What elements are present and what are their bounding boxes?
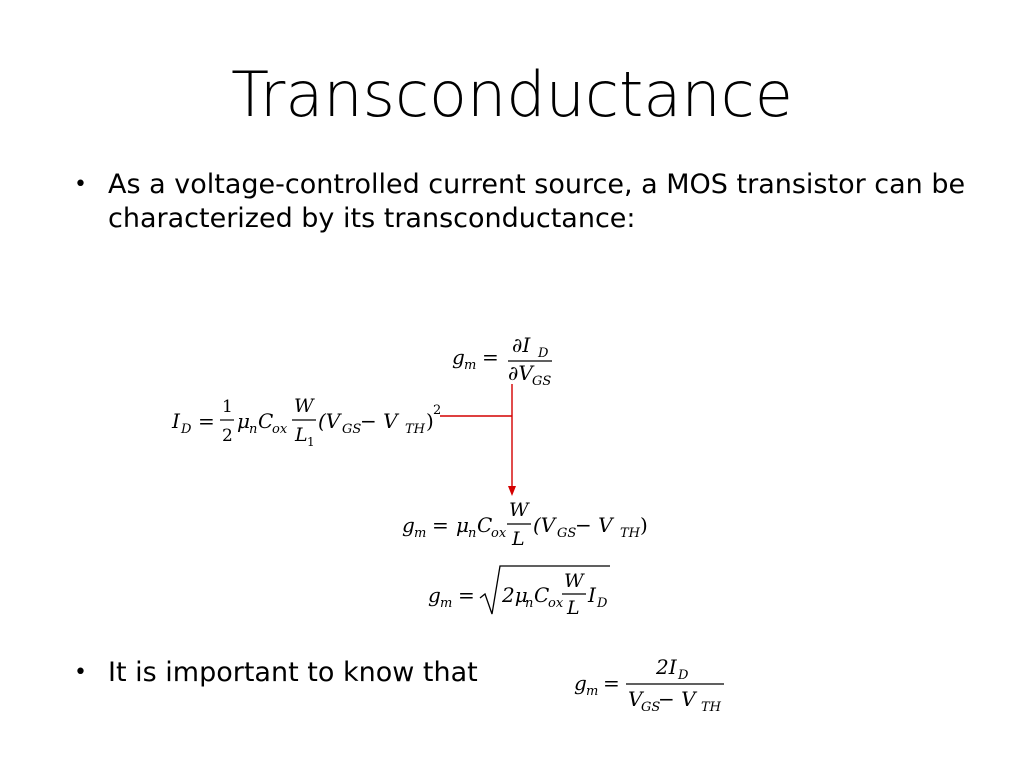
eq-gm1-minus: − V — [575, 513, 615, 537]
equation-gm-definition: g m = ∂I D ∂V GS — [452, 333, 552, 389]
eq-equals: = — [482, 345, 499, 369]
eq-id-minus: − V — [360, 409, 400, 433]
eq-id-half-den: 2 — [222, 426, 233, 446]
eq-gm3-num-sub: D — [677, 668, 689, 683]
eq-gm1-gs: GS — [557, 526, 576, 541]
eq-id-th: TH — [405, 422, 426, 437]
sqrt-radical — [479, 565, 610, 615]
eq-gm1-cox-sub: ox — [491, 526, 507, 541]
eq-equals: = — [603, 671, 620, 695]
eq-gm3-den-gs: GS — [641, 700, 660, 715]
bullet-1: • As a voltage-controlled current source… — [74, 168, 974, 238]
eq-gm-def-den: ∂V — [508, 361, 535, 385]
eq-id-close: ) — [426, 409, 434, 433]
eq-gm-def-num-sub: D — [537, 346, 549, 361]
eq-gm2-two-mu: 2μ — [501, 583, 528, 607]
eq-gm2-id: I — [587, 583, 597, 607]
derivation-arrows — [440, 384, 516, 496]
eq-gm3-lhs: g — [574, 671, 587, 695]
bullet-1-text: As a voltage-controlled current source, … — [108, 169, 966, 234]
arrow-head — [508, 486, 516, 496]
eq-gm2-cox-sub: ox — [548, 596, 564, 611]
eq-id-mu-sub: n — [249, 422, 257, 437]
eq-gm3-lhs-sub: m — [586, 684, 598, 699]
eq-gm3-den-th: TH — [701, 700, 722, 715]
eq-id-gs: GS — [342, 422, 361, 437]
eq-gm1-mu: μ — [456, 513, 469, 537]
eq-id-half-num: 1 — [222, 397, 233, 417]
equation-drain-current: I D = 1 2 μ n C ox W L 1 (V GS − V TH ) … — [171, 395, 441, 449]
eq-gm2-mu-sub: n — [525, 596, 533, 611]
eq-id-cox-sub: ox — [272, 422, 288, 437]
eq-id-l-sub: 1 — [307, 435, 315, 449]
slide-title: Transconductance — [231, 58, 793, 131]
eq-id-l: L — [294, 424, 308, 446]
eq-gm1-close: ) — [640, 513, 648, 537]
eq-gm3-den-minus: − V — [658, 687, 698, 711]
eq-gm2-lhs-sub: m — [440, 596, 452, 611]
eq-gm-def-lhs: g — [452, 345, 465, 369]
eq-gm1-w: W — [509, 499, 530, 521]
eq-gm2-cox: C — [534, 583, 549, 607]
equation-gm-sqrt: g m = 2μ n C ox W L I D — [428, 565, 610, 619]
bullet-2-text: It is important to know that — [108, 657, 478, 688]
eq-id-lhs-sub: D — [180, 422, 192, 437]
eq-gm1-paren: (V — [533, 513, 558, 537]
eq-id-lhs: I — [171, 409, 181, 433]
equation-gm-current: g m = 2I D V GS − V TH — [574, 655, 724, 715]
eq-gm2-w: W — [564, 570, 585, 592]
eq-id-w: W — [294, 395, 315, 417]
eq-equals: = — [458, 583, 475, 607]
eq-gm2-id-sub: D — [596, 596, 608, 611]
equation-gm-overdrive: g m = μ n C ox W L (V GS − V TH ) — [402, 499, 648, 550]
eq-gm2-l: L — [566, 597, 580, 619]
eq-gm1-cox: C — [477, 513, 492, 537]
eq-id-paren: (V — [318, 409, 343, 433]
eq-id-exp: 2 — [433, 403, 441, 418]
bullet-dot: • — [74, 172, 87, 197]
eq-equals: = — [432, 513, 449, 537]
bullet-dot: • — [74, 660, 87, 685]
eq-id-cox: C — [258, 409, 273, 433]
eq-gm-def-lhs-sub: m — [464, 358, 476, 373]
eq-gm3-den-v1: V — [628, 687, 645, 711]
eq-gm1-th: TH — [620, 526, 641, 541]
eq-id-mu: μ — [237, 409, 250, 433]
eq-gm-def-den-sub: GS — [532, 374, 551, 389]
eq-gm-def-num: ∂I — [512, 333, 531, 357]
eq-gm1-l: L — [511, 528, 525, 550]
eq-gm1-mu-sub: n — [468, 526, 476, 541]
eq-gm1-lhs-sub: m — [414, 526, 426, 541]
eq-gm3-num: 2I — [655, 655, 678, 679]
eq-gm2-lhs: g — [428, 583, 441, 607]
bullet-2: • It is important to know that — [74, 656, 534, 696]
eq-gm1-lhs: g — [402, 513, 415, 537]
eq-equals: = — [198, 409, 215, 433]
